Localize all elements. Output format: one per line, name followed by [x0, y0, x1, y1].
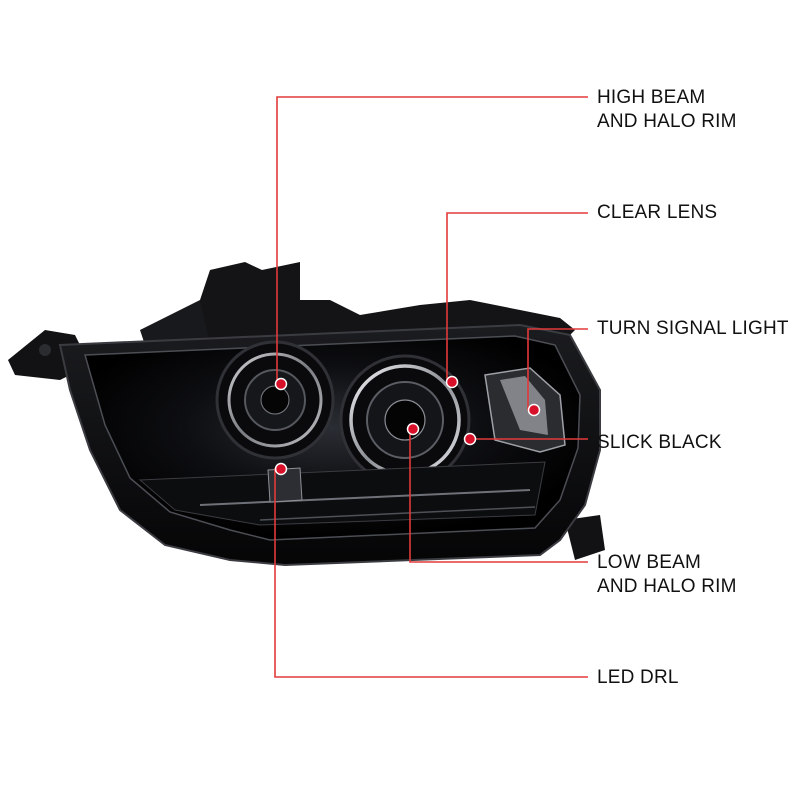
led-drl-strip — [138, 461, 546, 526]
turn-signal-reflector — [484, 367, 566, 453]
high-beam-dot — [274, 377, 288, 391]
high-beam-projector — [215, 340, 335, 460]
clear-lens-label-text: CLEAR LENS — [597, 202, 718, 223]
low-beam-projector — [339, 354, 471, 486]
slick-black-label: SLICK BLACK — [597, 431, 722, 455]
turn-signal-label-text: TURN SIGNAL LIGHT — [597, 318, 789, 339]
callout-dots — [274, 375, 541, 476]
low-beam-leader — [409, 429, 588, 563]
turn-signal-label: TURN SIGNAL LIGHT — [597, 317, 789, 341]
high-beam-label-line1: HIGH BEAM — [597, 87, 706, 108]
clear-lens-leader — [446, 212, 588, 382]
low-beam-label-line1: LOW BEAM — [597, 552, 702, 573]
slick-black-label-text: SLICK BLACK — [597, 432, 722, 453]
slick-black-dot — [463, 432, 477, 446]
turn-signal-dot — [527, 403, 541, 417]
led-drl-label-text: LED DRL — [597, 667, 679, 688]
low-beam-dot — [406, 422, 420, 436]
clear-lens-label: CLEAR LENS — [597, 201, 717, 225]
high-beam-label-line2: AND HALO RIM — [597, 111, 737, 132]
clear-lens-dot — [445, 375, 459, 389]
led-drl-label: LED DRL — [597, 666, 679, 690]
right-mounting-tab — [565, 515, 605, 560]
high-beam-label: HIGH BEAM AND HALO RIM — [597, 86, 737, 134]
low-beam-label: LOW BEAM AND HALO RIM — [597, 551, 737, 599]
low-beam-label-line2: AND HALO RIM — [597, 576, 737, 597]
led-drl-dot — [274, 462, 288, 476]
high-beam-leader — [276, 96, 588, 384]
